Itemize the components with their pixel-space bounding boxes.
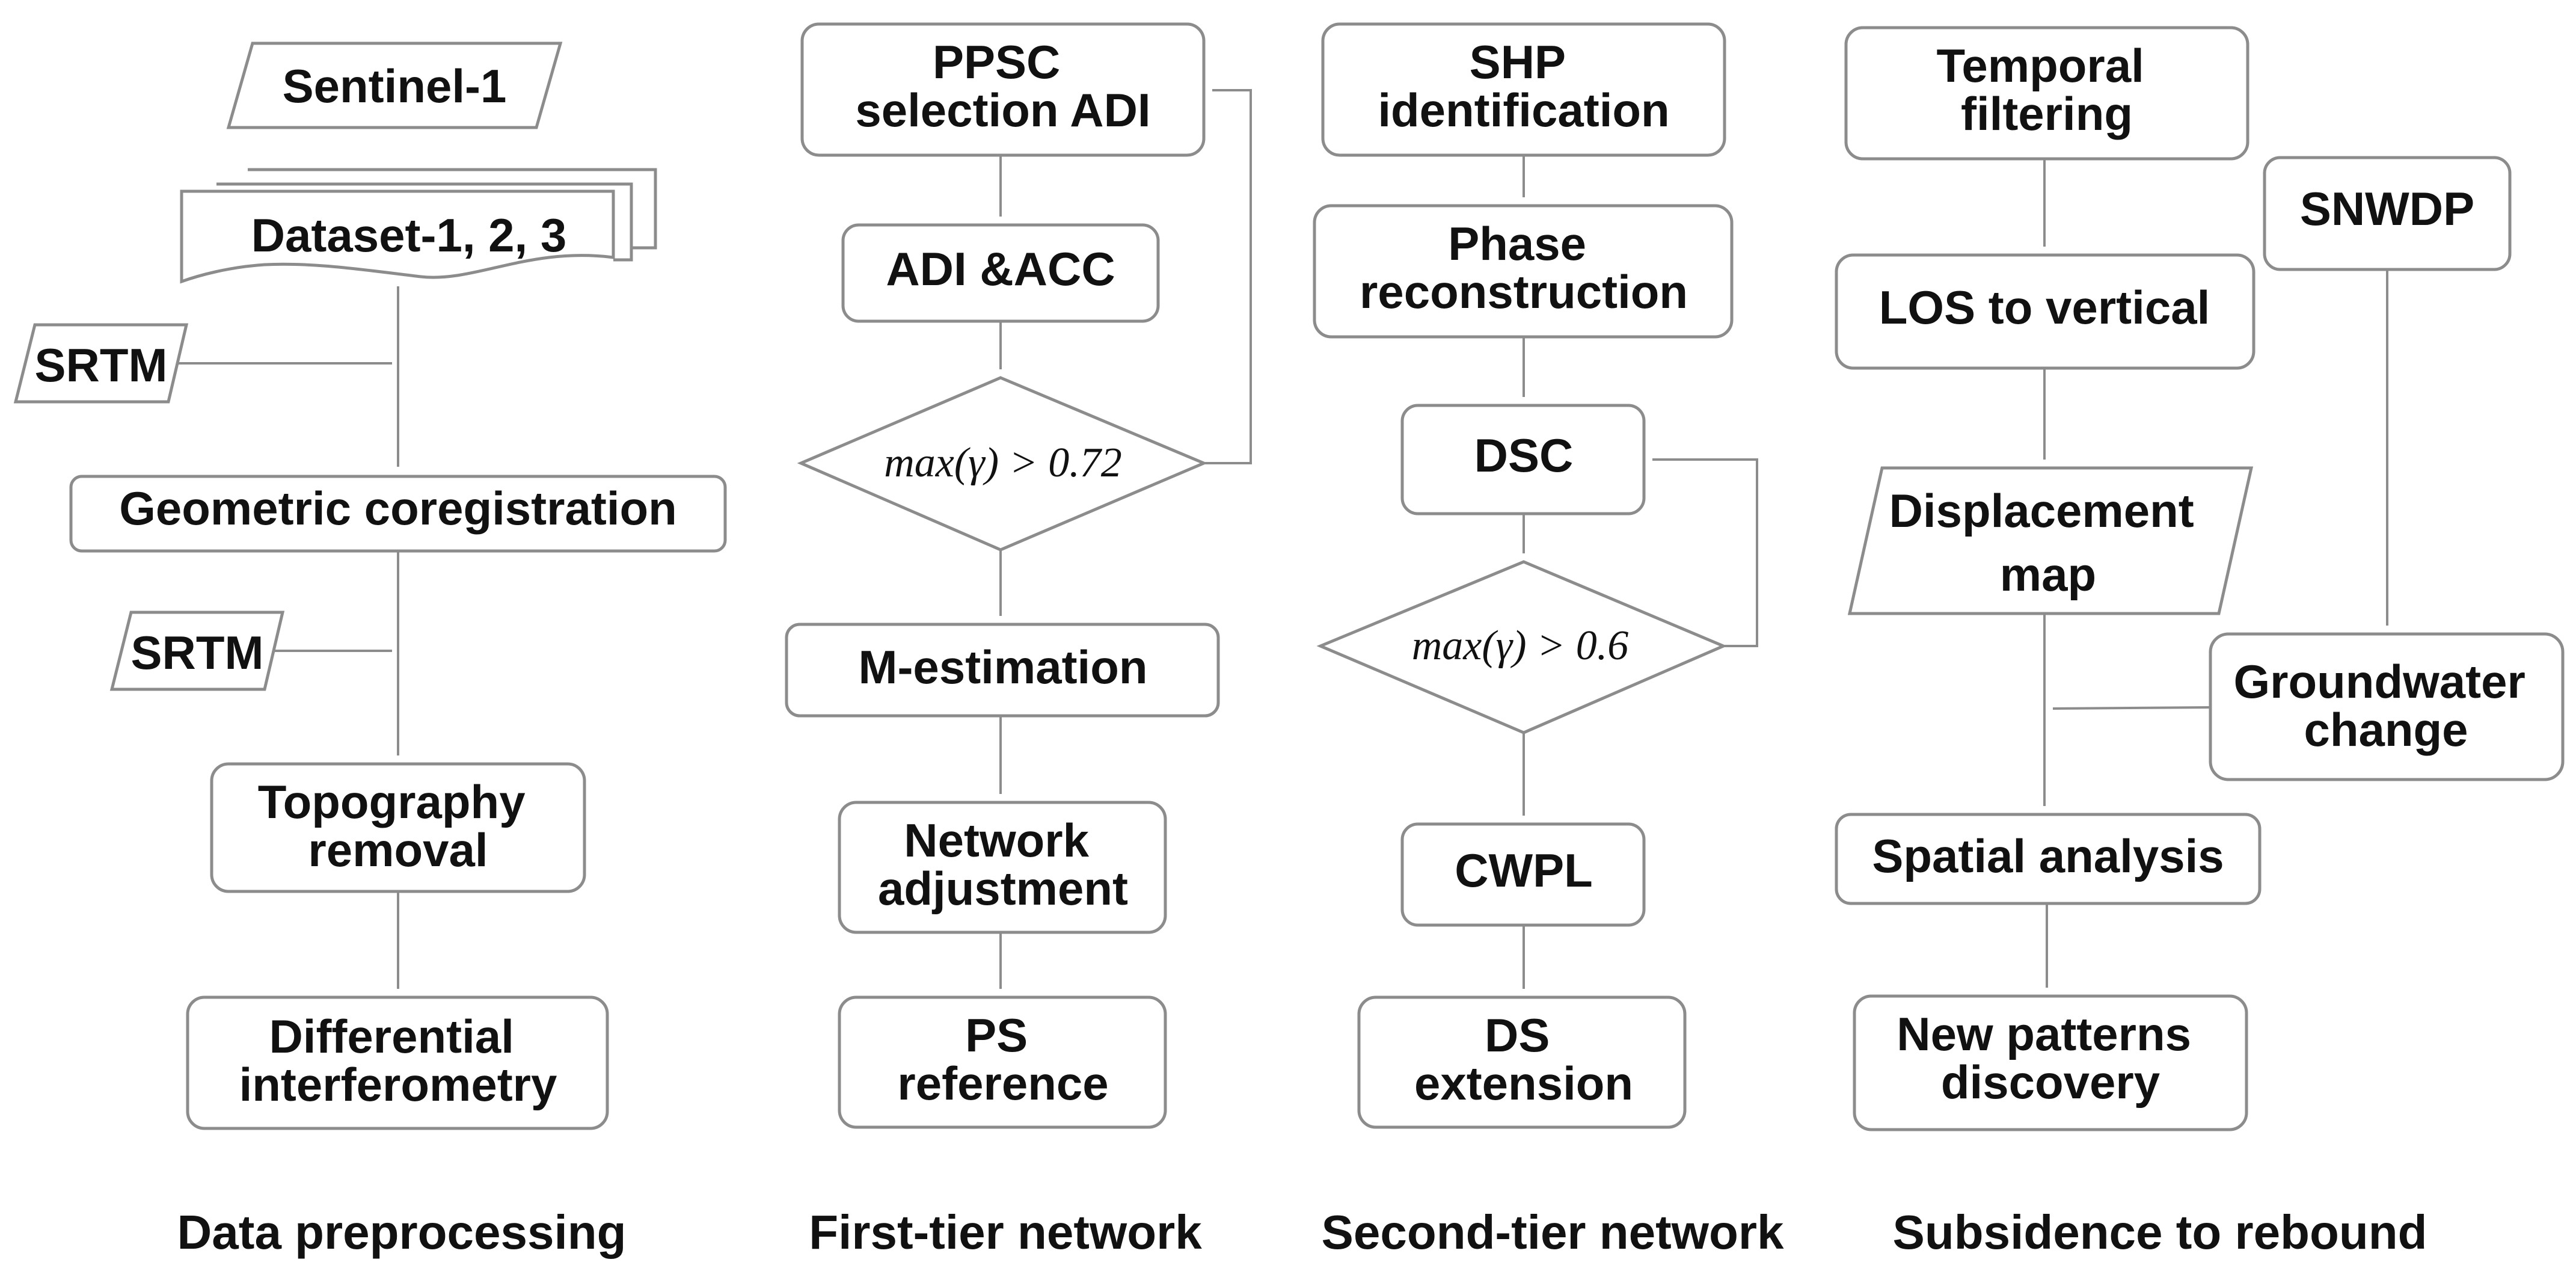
differential-interferometry-node: Differential interferometry [186,995,609,1130]
groundwater-line-2: change [2304,703,2468,756]
column-second-tier-network: SHP identification Phase reconstruction … [1313,22,1784,1259]
svg-text:PPSC selection ADI: PPSC selection ADI [855,35,1150,137]
column-title-second-tier: Second-tier network [1321,1205,1784,1259]
network-line-1: Network [904,814,1089,867]
m-estimation-node: M-estimation [785,623,1220,718]
ds-line-1: DS [1485,1009,1550,1062]
cwpl-label: CWPL [1455,844,1593,897]
newpatterns-line-1: New patterns [1897,1008,2191,1060]
condition-1-label: max(γ) > 0.72 [884,440,1122,486]
feedback-loop-1 [1204,89,1252,464]
svg-text:Network adjustment: Network adjustment [878,814,1128,915]
newpatterns-line-2: discovery [1941,1056,2160,1109]
snwdp-node: SNWDP [2263,156,2512,271]
svg-text:Differential interfero: Differential interferometry [239,1010,557,1111]
feedback-loop-2 [1652,458,1758,647]
groundwater-change-node: Groundwater change [2209,632,2565,781]
shp-line-2: identification [1378,84,1669,137]
svg-text:Temporal filtering: Temporal filtering [1937,39,2157,140]
displacement-line-2: map [2000,548,2096,601]
topography-line-1: Topography [258,775,526,828]
differential-line-2: interferometry [239,1058,557,1111]
ppsc-line-2: selection ADI [855,84,1150,137]
srtm-input-1: SRTM [13,323,189,404]
dataset-node: Dataset-1, 2, 3 [180,168,657,284]
sentinel-1-label: Sentinel-1 [283,60,507,112]
column-title-first-tier: First-tier network [809,1205,1202,1259]
svg-text:Topography removal: Topography removal [258,775,539,876]
dsc-label: DSC [1474,429,1574,482]
network-line-2: adjustment [878,862,1128,915]
column-title-data-preprocessing: Data preprocessing [177,1205,627,1259]
srtm-input-2: SRTM [109,611,285,691]
temporal-line-1: Temporal [1937,39,2144,92]
cwpl-node: CWPL [1400,822,1646,927]
geometric-coregistration-node: Geometric coregistration [69,475,727,553]
temporal-filtering-node: Temporal filtering [1844,26,2249,161]
dataset-label: Dataset-1, 2, 3 [251,209,567,262]
ds-extension-node: DS extension [1357,995,1687,1129]
svg-text:SHP identification: SHP identification [1378,35,1669,137]
arrow-gw-to-line [2052,706,2211,710]
m-estimation-label: M-estimation [858,641,1147,694]
groundwater-line-1: Groundwater [2233,655,2525,708]
phase-line-1: Phase [1448,217,1586,270]
topography-removal-node: Topography removal [210,762,586,893]
svg-text:DS extension: DS extension [1414,1009,1633,1110]
condition-2-label: max(γ) > 0.6 [1412,623,1629,669]
column-first-tier-network: PPSC selection ADI ADI &ACC max(γ) > 0.7… [785,22,1252,1259]
ds-line-2: extension [1414,1057,1633,1110]
displacement-map-node: Displacement map [1847,466,2254,615]
coherence-condition-2: max(γ) > 0.6 [1316,560,1728,734]
svg-text:Groundwater change: Groundwater change [2233,655,2538,756]
srtm-2-label: SRTM [131,626,264,679]
shp-identification-node: SHP identification [1321,22,1726,157]
column-subsidence-to-rebound: Temporal filtering LOS to vertical SNWDP… [1835,26,2565,1259]
differential-line-1: Differential [269,1010,514,1063]
topography-line-2: removal [308,823,488,876]
svg-text:Phase reconstruction: Phase reconstruction [1360,217,1688,318]
column-title-subsidence: Subsidence to rebound [1893,1205,2427,1259]
svg-text:Displacement map: Displacement map [1889,484,2207,601]
svg-text:New patterns discovery: New patterns discovery [1897,1008,2204,1109]
adi-acc-label: ADI &ACC [886,242,1115,295]
network-adjustment-node: Network adjustment [838,801,1167,934]
ps-line-2: reference [897,1057,1108,1110]
coherence-condition-1: max(γ) > 0.72 [797,376,1208,552]
ps-line-1: PS [965,1009,1028,1062]
ppsc-selection-node: PPSC selection ADI [800,22,1206,157]
adi-acc-node: ADI &ACC [841,223,1160,323]
column-data-preprocessing: Sentinel-1 Dataset-1, 2, 3 SRTM Geometri… [13,42,727,1259]
srtm-1-label: SRTM [35,339,168,392]
phase-reconstruction-node: Phase reconstruction [1313,204,1734,339]
displacement-line-1: Displacement [1889,484,2194,537]
snwdp-label: SNWDP [2300,182,2474,235]
svg-text:PS reference: PS reference [897,1009,1108,1110]
spatial-label: Spatial analysis [1872,829,2224,882]
sentinel-1-node: Sentinel-1 [226,42,563,129]
los-to-vertical-node: LOS to vertical [1835,253,2256,370]
ps-reference-node: PS reference [838,995,1167,1129]
ppsc-line-1: PPSC [933,35,1060,88]
temporal-line-2: filtering [1961,87,2133,140]
los-label: LOS to vertical [1879,281,2210,334]
phase-line-2: reconstruction [1360,265,1688,318]
coregistration-label: Geometric coregistration [119,482,677,535]
dsc-node: DSC [1400,404,1646,515]
new-patterns-node: New patterns discovery [1853,994,2248,1131]
spatial-analysis-node: Spatial analysis [1835,813,2262,905]
shp-line-1: SHP [1470,35,1565,88]
